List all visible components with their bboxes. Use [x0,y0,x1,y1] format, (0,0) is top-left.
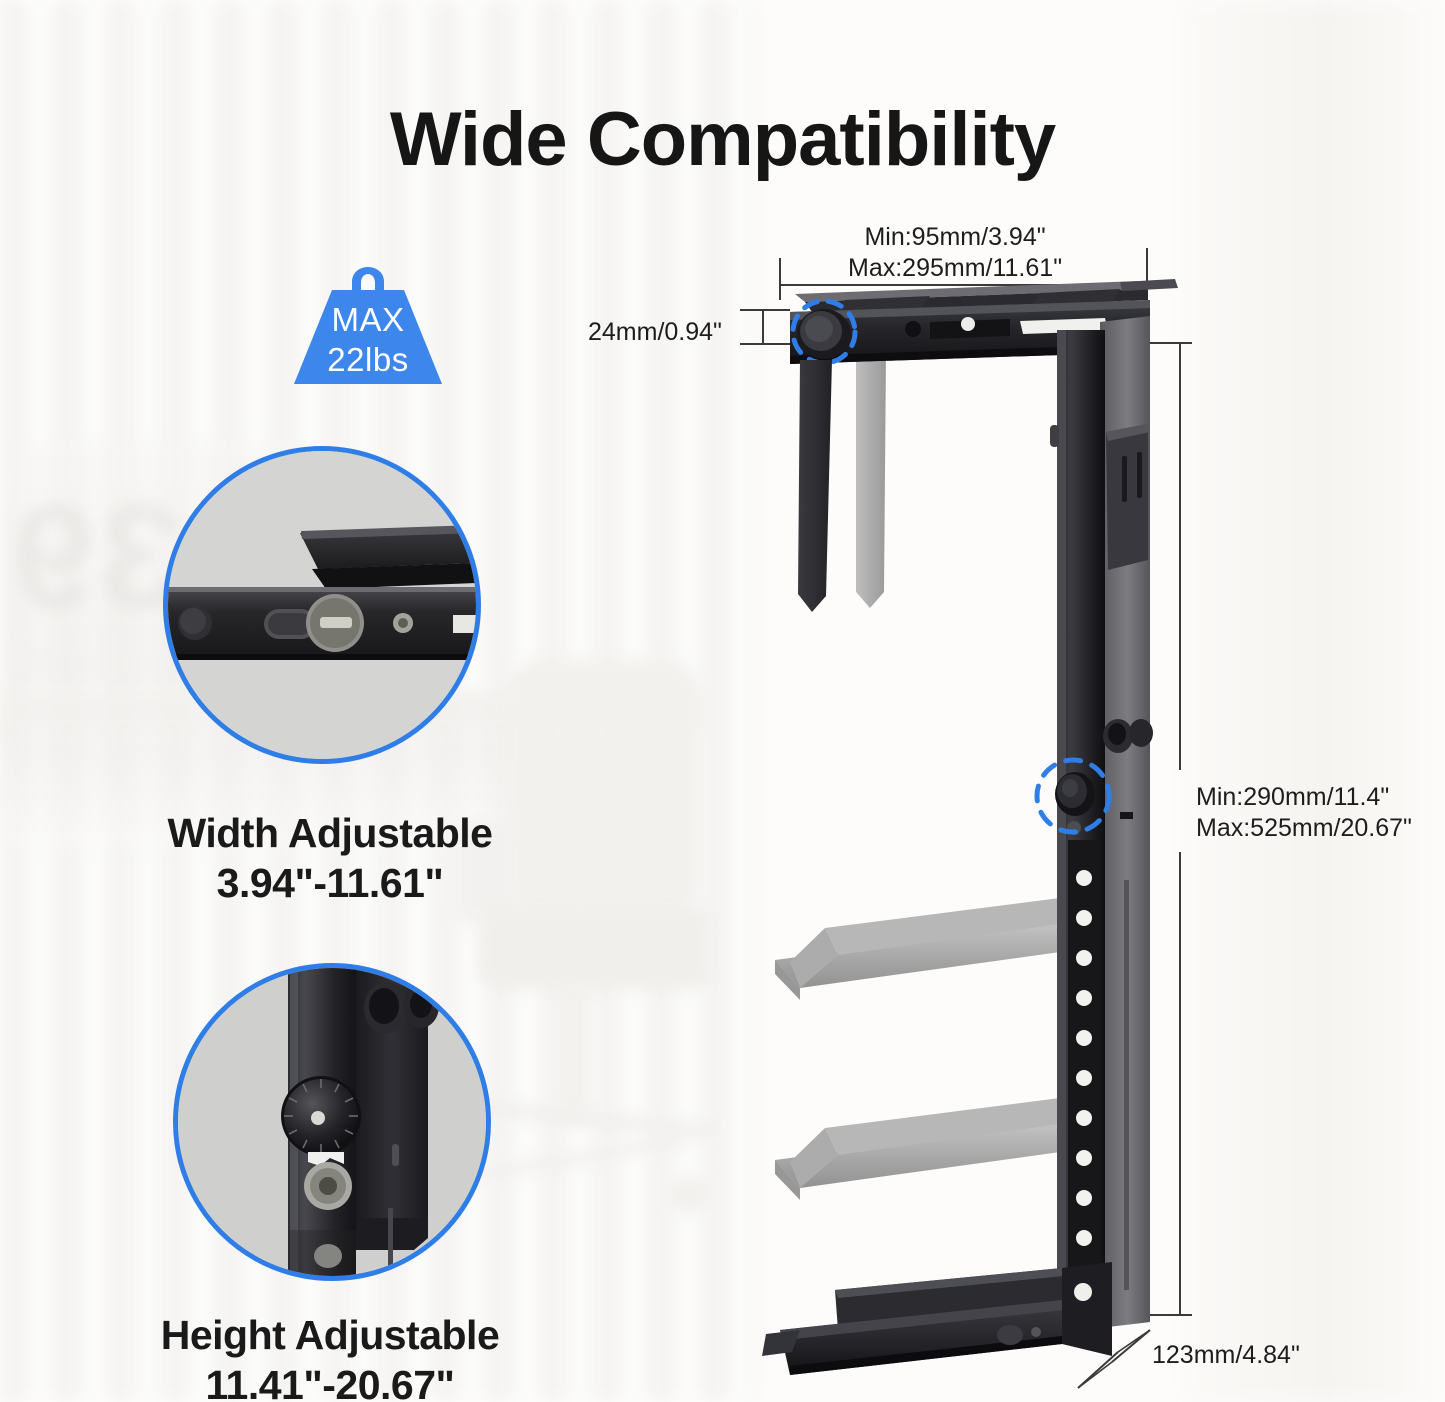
height-max: Max:525mm/20.67" [1196,814,1412,842]
bottom-base-plate [762,1262,1112,1375]
page-title: Wide Compatibility [389,97,1056,182]
width-adjust-detail-photo [168,451,476,759]
height-knob-highlight-circle [1034,757,1112,835]
top-width-max: Max:295mm/11.61" [848,254,1063,282]
height-feature-caption-line1: Height Adjustable [160,1312,500,1358]
height-feature-caption-line2: 11.41"-20.67" [205,1362,455,1402]
top-width-min: Min:95mm/3.94" [864,223,1046,251]
top-width-dimension-label: Min:95mm/3.94" Max:295mm/11.61" [848,222,1062,284]
width-adjust-detail-circle [163,446,481,764]
max-weight-badge: MAX 22lbs [280,248,456,388]
support-arms [798,360,832,612]
height-min: Min:290mm/11.4" [1196,783,1390,811]
depth-dimension-label: 123mm/4.84" [1152,1341,1300,1369]
top-tray [795,279,1178,326]
height-adjust-detail-circle [173,963,491,1281]
width-feature-caption-line2: 3.94"-11.61" [216,860,444,906]
vertical-column [1050,316,1153,1330]
weight-icon [294,267,442,384]
width-feature-caption-line1: Width Adjustable [167,810,493,856]
top-thickness-dimension-label: 24mm/0.94" [588,318,722,346]
height-adjust-detail-photo [178,968,486,1276]
ghost-positions [775,352,1060,1200]
height-feature-caption: Height Adjustable 11.41"-20.67" [50,1310,610,1402]
width-feature-caption: Width Adjustable 3.94"-11.61" [50,808,610,908]
height-dimension-label: Min:290mm/11.4" Max:525mm/20.67" [1196,782,1412,844]
